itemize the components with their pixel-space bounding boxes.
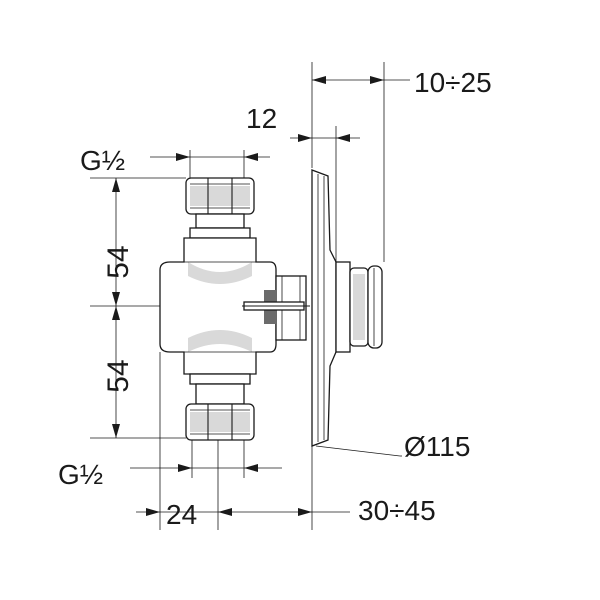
dimension-lines <box>90 62 410 530</box>
push-button <box>335 261 383 353</box>
valve-body <box>159 177 277 441</box>
spindle-assembly <box>242 275 310 341</box>
dim-width-bottom: 24 <box>166 499 197 530</box>
dim-depth-bottom: 30÷45 <box>358 495 436 526</box>
dim-thread-top: G½ <box>80 145 125 176</box>
dimension-labels: 10÷25 12 G½ 54 54 G½ 24 30÷45 Ø115 <box>58 67 492 530</box>
dim-top-mid: 12 <box>246 103 277 134</box>
dim-top-right: 10÷25 <box>414 67 492 98</box>
dim-diameter: Ø115 <box>404 431 470 462</box>
dim-height-lower: 54 <box>102 359 135 392</box>
cover-plate <box>311 169 337 447</box>
dim-height-upper: 54 <box>102 245 135 278</box>
dim-thread-bottom: G½ <box>58 459 103 490</box>
